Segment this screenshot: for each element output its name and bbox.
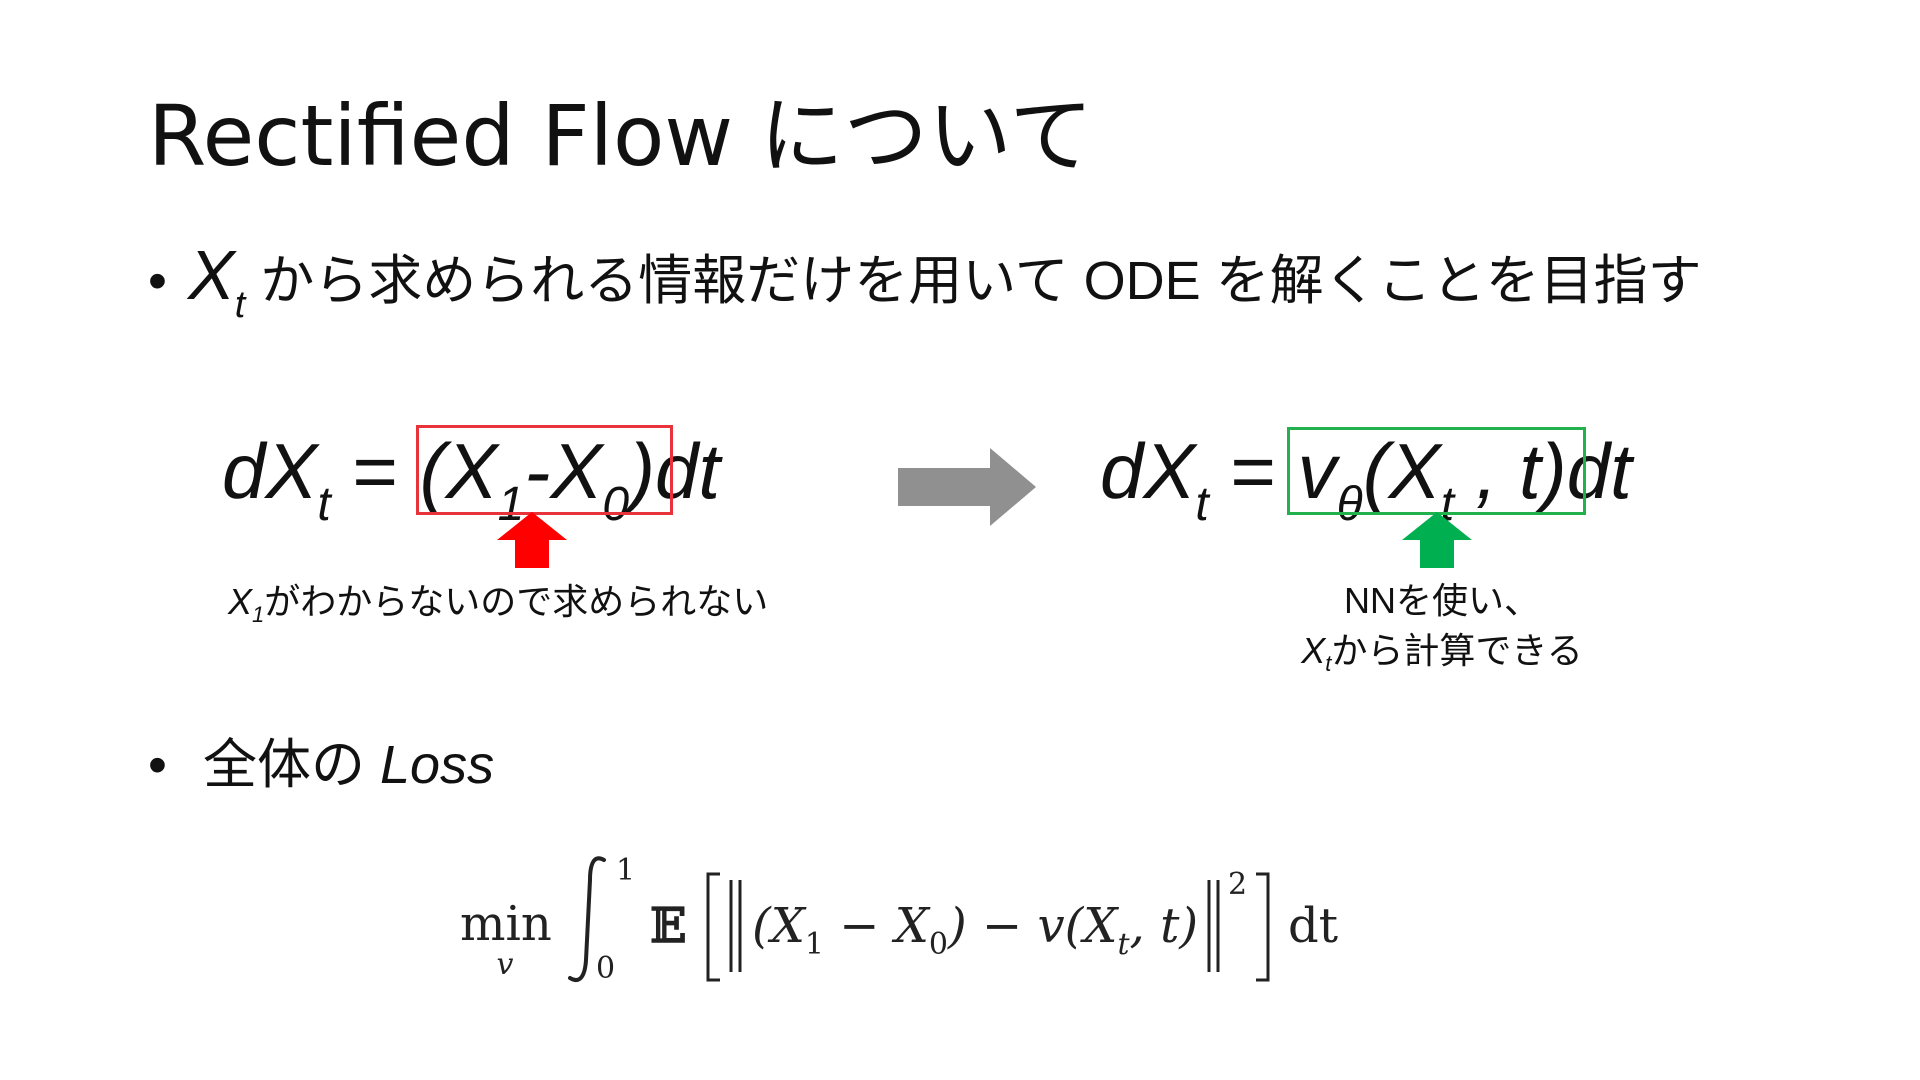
eq-left-dt: dt [655, 427, 721, 515]
note-left-x-sub: 1 [252, 602, 265, 627]
eq-left-open: (X [419, 427, 498, 515]
eq-left-one-sub: 1 [497, 478, 525, 531]
eq-left-equals: = [330, 427, 420, 515]
formula-min-text: min [460, 896, 552, 952]
norm-close [1207, 880, 1220, 972]
formula-min: min v [460, 896, 552, 982]
eq-right-equals: = [1208, 427, 1298, 515]
note-right-x: X [1301, 630, 1326, 672]
bullet-loss-italic: Loss [380, 735, 495, 795]
note-right-x-sub: t [1325, 651, 1332, 677]
note-left-x: X [228, 581, 253, 622]
bullet-dot-2: • [148, 735, 167, 795]
eq-left-close: ) [629, 427, 656, 515]
note-left-text: がわからないので求められない [264, 581, 769, 622]
body-b-sub: 0 [928, 927, 948, 962]
eq-right-dt: dt [1566, 427, 1632, 515]
formula-dt: dt [1288, 898, 1339, 954]
note-nn-compute: NNを使い、 Xtから計算できる [1282, 576, 1602, 680]
bullet-goal-text: から求められる情報だけを用いて ODE を解くことを目指す [245, 251, 1702, 311]
left-bracket [706, 872, 720, 982]
eq-right-targ: t [1519, 427, 1541, 515]
eq-right-v: v [1297, 427, 1337, 515]
gray-right-arrow [898, 448, 1036, 526]
right-bracket [1256, 872, 1270, 982]
eq-left-minus: -X [524, 427, 603, 515]
formula-power: 2 [1228, 867, 1248, 902]
eq-right-open: (X [1362, 427, 1441, 515]
var-x-sub: t [234, 284, 246, 326]
eq-left-zero-sub: 0 [602, 478, 630, 531]
integral-path [568, 856, 606, 982]
int-lower: 0 [596, 951, 616, 986]
red-up-arrow [497, 512, 567, 568]
equation-learned-flow: dXt = vθ(Xt , t)dt [1100, 432, 1632, 529]
expectation-symbol: 𝔼 [650, 898, 687, 954]
right-bracket-path [1256, 872, 1270, 982]
body-c: ) − v(X [948, 898, 1118, 954]
body-b: − X [824, 898, 929, 954]
bullet-goal: •Xt から求められる情報だけを用いて ODE を解くことを目指す [148, 240, 1702, 324]
note-right-line2-row: Xtから計算できる [1282, 626, 1602, 680]
eq-right-close: ) [1540, 427, 1567, 515]
body-c-sub: t [1117, 927, 1130, 962]
body-a: (X [752, 898, 805, 954]
gray-arrow-shape [898, 448, 1036, 526]
highlight-box-red [416, 425, 673, 515]
formula-body: (X1 − X0) − v(Xt, t) [752, 902, 1198, 960]
bullet-dot: • [148, 251, 167, 311]
norm-open [729, 880, 742, 972]
eq-right-t-sub2: t [1440, 478, 1455, 531]
note-right-line2: から計算できる [1331, 630, 1583, 672]
eq-left-d: dX [222, 427, 318, 515]
green-up-arrow [1402, 512, 1472, 568]
eq-right-comma: , [1454, 427, 1520, 515]
slide-title: Rectified Flow について [148, 87, 1094, 185]
integral-sign [568, 856, 606, 982]
bullet-loss-text: 全体の [188, 735, 381, 795]
equation-true-flow: dXt = (X1-X0)dt [222, 432, 720, 529]
var-x: X [188, 236, 235, 314]
red-arrow-shape [497, 512, 567, 568]
eq-right-d: dX [1100, 427, 1196, 515]
left-bracket-path [706, 872, 720, 982]
note-unknown-x1: X1がわからないので求められない [228, 577, 768, 631]
formula-min-sub: v [496, 947, 514, 982]
body-d: , t) [1129, 898, 1199, 954]
green-arrow-shape [1402, 512, 1472, 568]
loss-formula: min v 1 0 𝔼 (X1 − X0) − v(Xt, t) 2 dt [460, 850, 1460, 990]
eq-right-theta-sub: θ [1336, 478, 1363, 531]
eq-right-t-sub: t [1195, 478, 1209, 531]
int-upper: 1 [616, 853, 636, 888]
note-right-line1: NNを使い、 [1344, 580, 1540, 621]
eq-left-t-sub: t [317, 478, 331, 531]
body-a-sub: 1 [804, 927, 824, 962]
highlight-box-green [1287, 427, 1586, 515]
bullet-loss: • 全体の Loss [148, 738, 494, 792]
